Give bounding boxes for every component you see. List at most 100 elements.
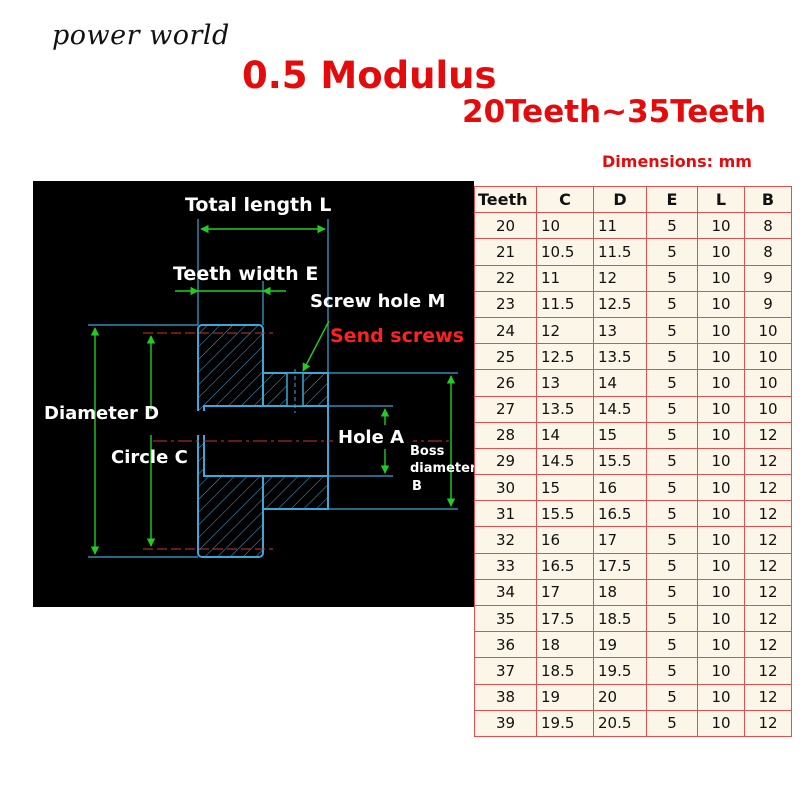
table-cell-l: 10 <box>697 316 745 345</box>
table-cell-c: 16 <box>536 526 594 554</box>
label-boss-1: Boss <box>410 444 445 459</box>
table-cell-c: 14.5 <box>536 447 594 476</box>
table-cell-b: 10 <box>744 369 792 397</box>
table-cell-l: 10 <box>697 343 745 371</box>
table-cell-teeth: 36 <box>474 631 537 659</box>
table-cell-d: 19.5 <box>593 657 647 685</box>
table-cell-e: 5 <box>646 447 698 476</box>
table-cell-l: 10 <box>697 264 745 292</box>
table-cell-d: 12.5 <box>593 290 647 318</box>
table-cell-l: 10 <box>697 447 745 476</box>
table-cell-c: 11 <box>536 264 594 292</box>
label-circle-c: Circle C <box>111 447 188 468</box>
table-cell-l: 10 <box>697 421 745 449</box>
table-cell-l: 10 <box>697 709 745 737</box>
table-cell-e: 5 <box>646 657 698 685</box>
table-cell-l: 10 <box>697 212 745 240</box>
table-cell-e: 5 <box>646 474 698 502</box>
table-cell-e: 5 <box>646 709 698 737</box>
table-header-row: Teeth C D E L B <box>474 185 792 214</box>
table-cell-b: 9 <box>744 290 792 318</box>
table-cell-d: 11 <box>593 212 647 240</box>
table-cell-c: 17 <box>536 578 594 607</box>
table-cell-d: 18.5 <box>593 604 647 633</box>
table-cell-d: 15.5 <box>593 447 647 476</box>
table-cell-d: 15 <box>593 421 647 449</box>
header-teeth: Teeth <box>474 185 537 214</box>
table-cell-c: 15.5 <box>536 500 594 528</box>
table-cell-b: 12 <box>744 709 792 737</box>
table-cell-b: 12 <box>744 604 792 633</box>
label-teeth-width: Teeth width E <box>173 263 318 285</box>
table-cell-e: 5 <box>646 395 698 423</box>
table-cell-e: 5 <box>646 212 698 240</box>
table-cell-l: 10 <box>697 369 745 397</box>
table-cell-b: 10 <box>744 316 792 345</box>
table-cell-c: 13.5 <box>536 395 594 423</box>
table-cell-b: 10 <box>744 343 792 371</box>
table-cell-b: 12 <box>744 683 792 711</box>
table-cell-b: 12 <box>744 447 792 476</box>
header-b: B <box>744 185 792 214</box>
page-subtitle: 20Teeth~35Teeth <box>462 94 767 130</box>
header-c: C <box>536 185 594 214</box>
units-note: Dimensions: mm <box>602 152 752 171</box>
table-cell-c: 19.5 <box>536 709 594 737</box>
table-cell-teeth: 31 <box>474 500 537 528</box>
table-cell-teeth: 29 <box>474 447 537 476</box>
label-diameter-d: Diameter D <box>44 403 159 424</box>
table-cell-teeth: 22 <box>474 264 537 292</box>
table-cell-teeth: 34 <box>474 578 537 607</box>
table-cell-b: 12 <box>744 631 792 659</box>
table-cell-b: 12 <box>744 474 792 502</box>
table-cell-teeth: 37 <box>474 657 537 685</box>
table-cell-e: 5 <box>646 604 698 633</box>
table-cell-e: 5 <box>646 526 698 554</box>
table-cell-c: 11.5 <box>536 290 594 318</box>
table-cell-d: 20 <box>593 683 647 711</box>
table-cell-teeth: 33 <box>474 552 537 580</box>
table-cell-b: 12 <box>744 526 792 554</box>
table-cell-e: 5 <box>646 369 698 397</box>
table-cell-d: 20.5 <box>593 709 647 737</box>
page-title: 0.5 Modulus <box>242 54 497 97</box>
table-cell-teeth: 35 <box>474 604 537 633</box>
table-cell-d: 17.5 <box>593 552 647 580</box>
table-cell-l: 10 <box>697 290 745 318</box>
table-cell-e: 5 <box>646 343 698 371</box>
table-cell-b: 8 <box>744 238 792 266</box>
table-cell-teeth: 26 <box>474 369 537 397</box>
table-cell-l: 10 <box>697 526 745 554</box>
table-cell-b: 9 <box>744 264 792 292</box>
table-cell-e: 5 <box>646 578 698 607</box>
table-cell-c: 12 <box>536 316 594 345</box>
table-cell-d: 14 <box>593 369 647 397</box>
extension-lines <box>88 219 458 558</box>
table-cell-c: 16.5 <box>536 552 594 580</box>
table-cell-e: 5 <box>646 552 698 580</box>
table-cell-c: 15 <box>536 474 594 502</box>
table-cell-l: 10 <box>697 552 745 580</box>
table-cell-teeth: 27 <box>474 395 537 423</box>
table-cell-d: 18 <box>593 578 647 607</box>
table-cell-b: 12 <box>744 578 792 607</box>
gear-drawing: Total length L Teeth width E Screw hole … <box>44 194 474 558</box>
table-cell-teeth: 24 <box>474 316 537 345</box>
table-cell-d: 17 <box>593 526 647 554</box>
table-cell-l: 10 <box>697 631 745 659</box>
